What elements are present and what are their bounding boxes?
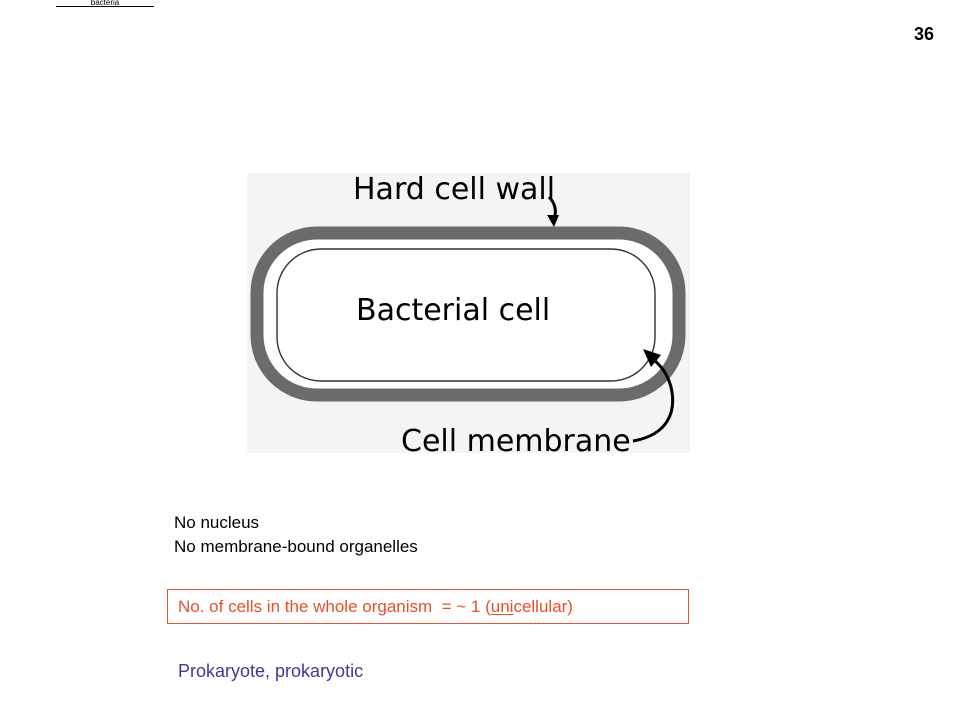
- cell-count-emphasis: uni: [490, 596, 514, 616]
- wall-label: Hard cell wall: [353, 173, 555, 207]
- cell-count-prefix: No. of cells in the whole organism = ~ 1…: [178, 596, 491, 616]
- cell-count-suffix: cellular): [513, 596, 573, 616]
- bacterial-cell-diagram: Hard cell wall Bacterial cell Cell membr…: [247, 173, 690, 453]
- wall-arrowhead: [547, 215, 559, 227]
- membrane-arrowhead: [643, 349, 661, 367]
- diagram-svg: Hard cell wall Bacterial cell Cell membr…: [250, 173, 686, 453]
- membrane-arrow: [632, 355, 675, 443]
- fact-no-organelles: No membrane-bound organelles: [174, 537, 418, 556]
- cell-membrane: [276, 248, 656, 382]
- cell-label: Bacterial cell: [356, 293, 550, 328]
- membrane-label: Cell membrane: [401, 424, 631, 453]
- cell-facts: No nucleus No membrane-bound organelles: [174, 511, 418, 559]
- page-number: 36: [913, 24, 934, 44]
- top-label: bacteria: [56, 0, 154, 7]
- fact-no-nucleus: No nucleus: [174, 513, 260, 532]
- classification-label: Prokaryote, prokaryotic: [178, 661, 364, 681]
- cell-count-box: No. of cells in the whole organism = ~ 1…: [167, 589, 689, 624]
